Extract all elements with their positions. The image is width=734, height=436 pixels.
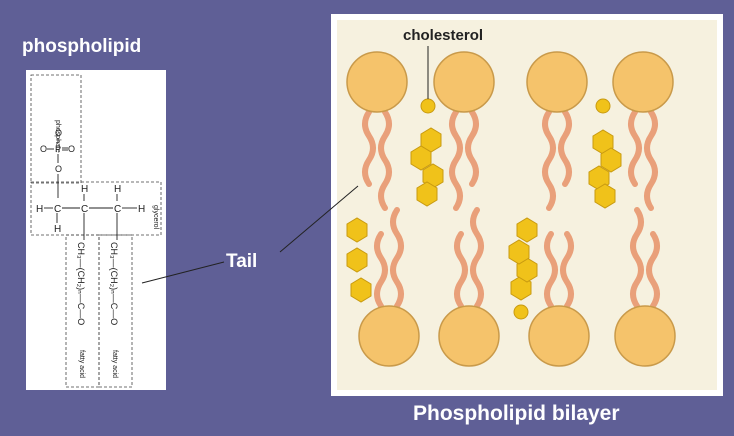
cholesterol-ring: [346, 247, 368, 273]
cholesterol-head: [513, 304, 529, 320]
phosphate-region-box: [30, 74, 82, 184]
tail: [542, 109, 556, 211]
fatty-acid-left-label: fatty acid: [78, 350, 85, 378]
cholesterol-ring: [508, 239, 530, 265]
tail: [378, 109, 392, 211]
tail-pointer-right: [279, 185, 359, 253]
head-bottom: [438, 305, 500, 367]
lipid-tails: [362, 109, 660, 309]
fatty-acid-chain-right: CH₃—(CH₂)ₙ—C—O: [109, 242, 119, 325]
atom-c3: C: [114, 204, 121, 215]
head-top: [612, 51, 674, 113]
cholesterol-ring: [346, 217, 368, 243]
atom-o-right: O: [68, 144, 75, 154]
tail-pointer-left: [141, 261, 225, 284]
phosphate-atoms: O P O O O: [40, 128, 75, 174]
atom-h-c3-top: H: [114, 184, 121, 195]
tail: [558, 109, 572, 187]
tail: [449, 109, 463, 211]
bilayer-title: Phospholipid bilayer: [413, 402, 620, 425]
atom-o-left: O: [40, 144, 47, 154]
phospholipid-structure-diagram: phosphate glycerol fatty acid fatty acid…: [30, 74, 162, 388]
cholesterol-ring: [592, 129, 614, 155]
tail: [465, 109, 479, 187]
atom-h-c1-bottom: H: [54, 224, 61, 235]
head-bottom: [614, 305, 676, 367]
cholesterol-ring: [600, 147, 622, 173]
fatty-acid-right-box: [98, 234, 133, 388]
atom-o-top: O: [55, 128, 62, 138]
cholesterol-ring: [516, 217, 538, 243]
fatty-acid-left-box: [65, 234, 100, 388]
glycerol-bonds: [44, 194, 137, 240]
phosphate-bonds: [47, 138, 68, 198]
glycerol-label: glycerol: [152, 205, 159, 230]
atom-c1: C: [54, 204, 61, 215]
atom-p: P: [55, 144, 61, 154]
tail-label: Tail: [226, 251, 258, 272]
cholesterol-ring: [410, 145, 432, 171]
fatty-acid-right-label: fatty acid: [111, 350, 118, 378]
phosphate-label: phosphate: [54, 120, 61, 153]
tail: [390, 207, 404, 309]
cholesterol-molecules: [346, 98, 622, 320]
atom-h-left: H: [36, 204, 43, 215]
head-top: [526, 51, 588, 113]
tail: [646, 231, 660, 309]
cholesterol-ring: [416, 181, 438, 207]
cholesterol-ring: [350, 277, 372, 303]
phospholipid-title: phospholipid: [22, 36, 142, 57]
tail: [374, 231, 388, 309]
atom-o-bottom: O: [55, 164, 62, 174]
lipid-heads: [346, 51, 676, 367]
bilayer-panel: cholesterol: [331, 14, 723, 396]
head-bottom: [528, 305, 590, 367]
fatty-acid-chain-left: CH₃—(CH₂)ₙ—C—O: [76, 242, 86, 325]
cholesterol-ring: [422, 163, 444, 189]
head-top: [433, 51, 495, 113]
tail: [454, 231, 468, 309]
cholesterol-ring: [594, 183, 616, 209]
tail: [644, 109, 658, 211]
tail: [628, 109, 642, 187]
bilayer-diagram: cholesterol: [337, 20, 717, 390]
cholesterol-label: cholesterol: [403, 27, 483, 44]
tail: [560, 231, 574, 309]
atom-h-c2-top: H: [81, 184, 88, 195]
atom-h-right: H: [138, 204, 145, 215]
cholesterol-ring: [588, 165, 610, 191]
tail: [470, 207, 484, 309]
tail: [630, 207, 644, 309]
glycerol-atoms: H C C C H H H H: [36, 184, 145, 235]
atom-c2: C: [81, 204, 88, 215]
head-top: [346, 51, 408, 113]
head-bottom: [358, 305, 420, 367]
cholesterol-head: [595, 98, 611, 114]
tail: [362, 109, 376, 187]
tail: [544, 231, 558, 309]
phospholipid-structure-panel: phosphate glycerol fatty acid fatty acid…: [26, 70, 166, 390]
